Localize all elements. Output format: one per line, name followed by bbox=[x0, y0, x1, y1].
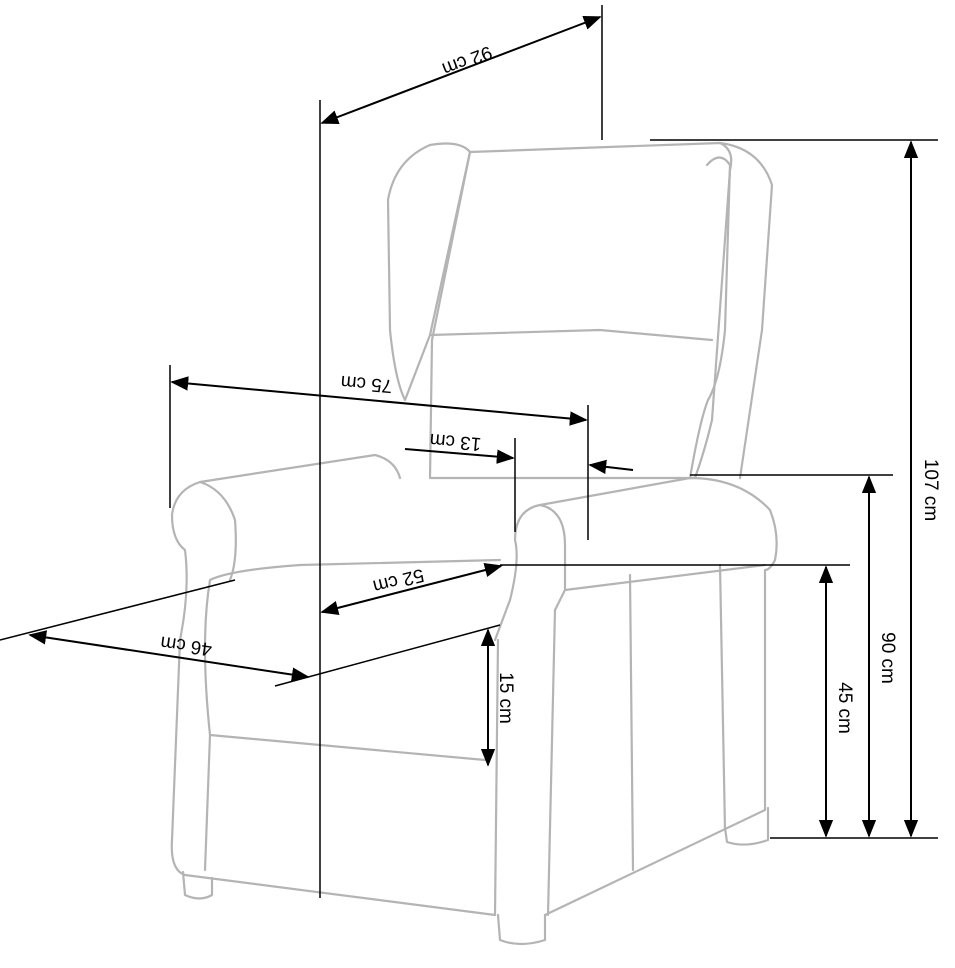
extension-lines bbox=[0, 5, 938, 898]
dimension-lines bbox=[28, 16, 919, 838]
label-width-total: 92 cm bbox=[439, 41, 495, 79]
chair-right-arm bbox=[493, 476, 778, 917]
chair-back-leg bbox=[723, 806, 770, 846]
chair-left-wing bbox=[386, 142, 472, 402]
chair-front-leg-left bbox=[181, 870, 214, 900]
label-seat-cushion-height: 15 cm bbox=[495, 672, 516, 724]
label-arm-width: 13 cm bbox=[429, 429, 482, 454]
chair-right-wing bbox=[688, 141, 774, 480]
chair-outline bbox=[170, 141, 778, 946]
chair-left-arm bbox=[170, 453, 500, 917]
chair-front-leg-right bbox=[496, 913, 547, 946]
chair-seat-back-divider bbox=[428, 328, 714, 342]
label-width-arms: 75 cm bbox=[340, 371, 393, 396]
chair-backrest bbox=[428, 141, 733, 480]
label-total-height: 107 cm bbox=[920, 459, 941, 521]
label-seat-width: 52 cm bbox=[371, 564, 426, 597]
label-arm-height: 90 cm bbox=[877, 632, 898, 684]
label-seat-height: 45 cm bbox=[834, 682, 855, 734]
chair-seat bbox=[203, 558, 502, 872]
